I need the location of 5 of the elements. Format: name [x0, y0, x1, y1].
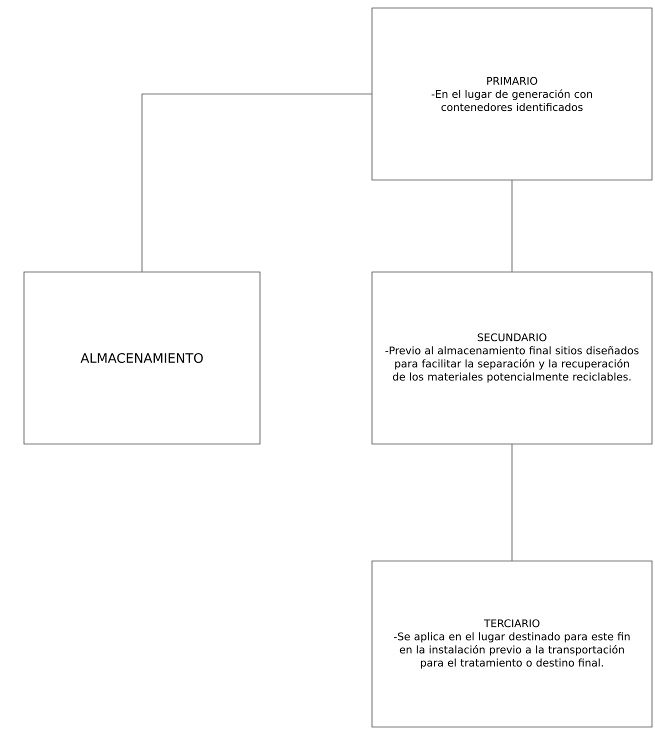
category-box: SECUNDARIO -Previo al almacenamiento final sitios diseñados para facilitar la separación y la recuperación de los materiales potencialmente reciclables. [372, 272, 652, 444]
connector-line [142, 94, 372, 272]
category-box: PRIMARIO -En el lugar de generación con contenedores identificados [372, 8, 652, 180]
category-box: TERCIARIO -Se aplica en el lugar destinado para este fin en la instalación previo a la transportación para el tratamiento o destino final. [372, 560, 652, 728]
category-box: ALMACENAMIENTO [24, 272, 260, 444]
